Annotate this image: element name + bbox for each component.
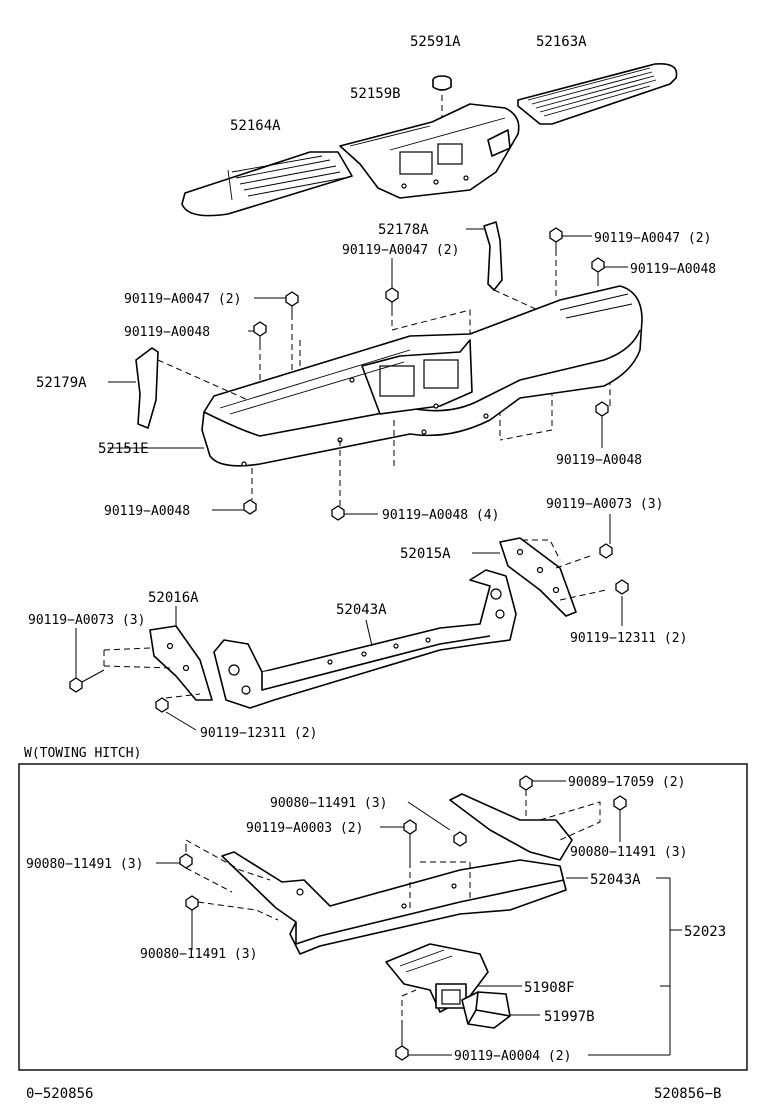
label-90119-A0047-center: 90119−A0047 (2) [342,243,459,258]
bolt-right-top [549,227,592,250]
label-90119-12311-left: 90119−12311 (2) [200,726,317,741]
label-90080-11491-right: 90080−11491 (3) [570,845,687,860]
step-cap-part [432,75,452,91]
hitch-bolt-right [613,795,627,842]
right-step-pad-part [517,62,678,125]
bolt-52015-b [615,579,629,626]
hitch-nut-top [519,775,566,820]
label-52151E: 52151E [98,441,149,457]
rear-bumper-part [201,285,643,467]
label-52178A: 52178A [378,222,429,238]
label-90089-17059: 90089−17059 (2) [568,775,685,790]
label-90119-A0048-bumper-left: 90119−A0048 [104,504,190,519]
label-90119-A0073-right: 90119−A0073 (3) [546,497,663,512]
label-52043A: 52043A [336,602,387,618]
label-90119-A0048-bumper-right: 90119−A0048 [556,453,642,468]
bolt-right-mid [591,257,628,280]
label-52023: 52023 [684,924,726,940]
towing-hitch-title: W(TOWING HITCH) [24,746,141,761]
bolt-52015-a [599,514,613,559]
left-bracket-part [108,347,159,429]
label-52159B: 52159B [350,86,401,102]
label-90119-A0047-left: 90119−A0047 (2) [124,292,241,307]
label-52016A: 52016A [148,590,199,606]
right-mount-bracket-part [472,537,577,617]
left-mount-bracket-part [149,606,213,701]
label-90080-11491-bottom: 90080−11491 (3) [140,947,257,962]
bolt-left-top [254,291,299,314]
label-90080-11491-top: 90080−11491 (3) [270,796,387,811]
center-step-part [339,103,520,199]
label-52591A: 52591A [410,34,461,50]
label-90119-12311-right: 90119−12311 (2) [570,631,687,646]
label-90119-A0073-left: 90119−A0073 (3) [28,613,145,628]
bolt-bumper-left [212,499,257,515]
bolt-52016-a [69,628,105,693]
footer-right-code: 520856−B [654,1086,721,1102]
bolt-left-mid [248,321,267,344]
crossmember-part [213,569,517,709]
hitch-crossmember-part [221,793,573,955]
bolt-center-top [385,258,399,310]
label-90119-A0048-right: 90119−A0048 [630,262,716,277]
receiver-plug-part [461,991,540,1029]
label-51997B: 51997B [544,1009,595,1025]
label-52163A: 52163A [536,34,587,50]
bolt-bumper-center [331,505,378,521]
label-90119-A0004: 90119−A0004 (2) [454,1049,571,1064]
label-90119-A0047-right: 90119−A0047 (2) [594,231,711,246]
hitch-bolt-left-low [185,895,199,950]
label-90119-A0003: 90119−A0003 (2) [246,821,363,836]
label-90080-11491-left: 90080−11491 (3) [26,857,143,872]
group-bracket-52023 [566,877,682,1056]
towing-hitch-frame [18,763,748,1071]
label-52179A: 52179A [36,375,87,391]
bolt-bumper-right [595,401,609,448]
label-51908F: 51908F [524,980,575,996]
hitch-bolt-long [380,819,417,862]
footer-left-code: 0−520856 [26,1086,93,1102]
left-step-pad-part [181,151,353,217]
hitch-bolt-a [407,801,467,847]
hitch-receiver-part [385,943,522,1013]
right-bracket-part [466,221,503,291]
label-90119-A0048-left: 90119−A0048 [124,325,210,340]
label-90119-A0048-4: 90119−A0048 (4) [382,508,499,523]
bolt-52016-b [155,697,197,731]
label-52015A: 52015A [400,546,451,562]
label-hitch-52043A: 52043A [590,872,641,888]
hitch-bolt-bottom [395,1026,452,1061]
hitch-bolt-left-top [156,844,193,869]
label-52164A: 52164A [230,118,281,134]
